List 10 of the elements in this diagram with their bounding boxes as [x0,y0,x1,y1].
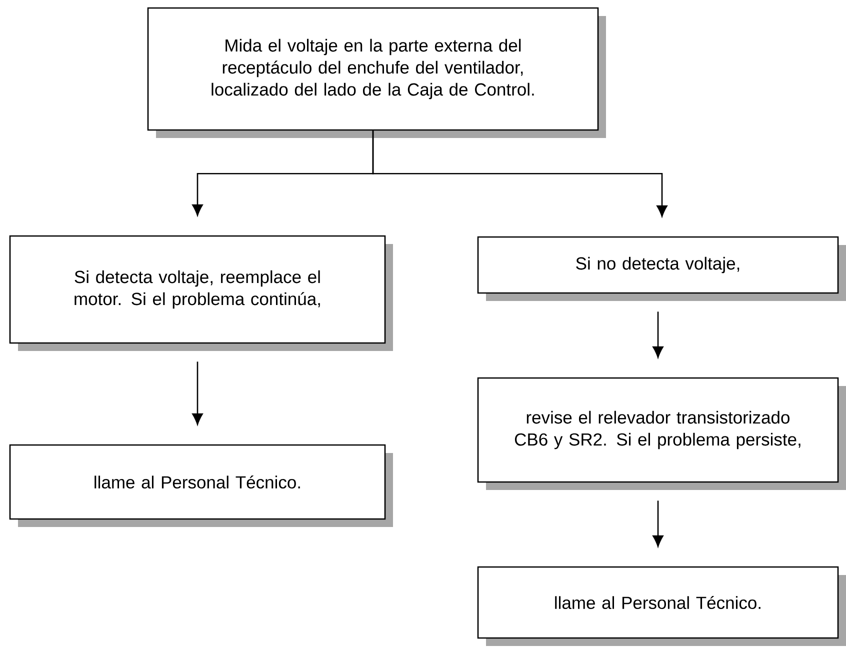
process-box: revise el relevador transistorizado CB6 y SR2. Si el problema persiste, [477,377,846,490]
process-box: Mida el voltaje en la parte externa del receptáculo del enchufe del ventilador, localizado del lado de la Caja de Control. [147,7,606,138]
arrow [652,500,664,547]
process-box: llame al Personal Técnico. [477,566,846,646]
process-box: Si no detecta voltaje, [477,236,846,301]
process-box: Si detecta voltaje, reemplace el motor. Si el problema continúa, [9,235,393,351]
arrow [372,130,668,217]
arrow [192,362,203,425]
process-box: llame al Personal Técnico. [9,444,393,527]
arrow [652,312,664,358]
